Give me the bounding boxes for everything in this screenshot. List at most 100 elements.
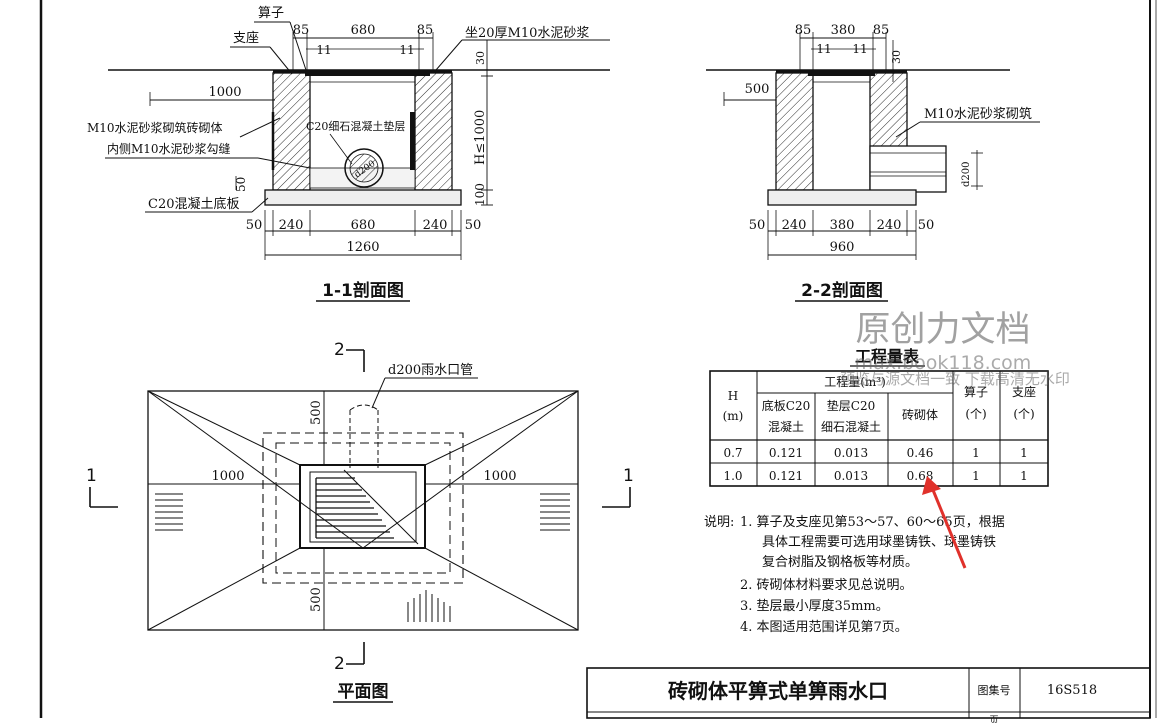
note-line: 复合树脂及钢格板等材质。: [762, 554, 918, 570]
watermark-brand: 原创力文档: [855, 310, 1030, 350]
slope-ticks-right: [540, 493, 570, 531]
sheet-border: [39, 0, 1157, 718]
caption-plan: 平面图: [338, 682, 389, 702]
th-cushion-2: 细石混凝土: [821, 419, 881, 434]
cell-grate: 1: [972, 469, 980, 483]
th-brick: 砖砌体: [902, 407, 938, 422]
cut-mark-top: 2: [334, 340, 345, 360]
brick-label-line1: M10水泥砂浆砌筑砖砌体: [87, 120, 223, 135]
plan-dim-bottom: 500: [309, 587, 324, 612]
quantity-table: 工程量表 H (m) 工程量(m³) 底板C20 混凝土 垫层C20 细石混凝土…: [709, 347, 1049, 487]
notes: 说明: 1. 算子及支座见第53～57、60～65页，根据 具体工程需要可选用球…: [704, 515, 1005, 635]
support-label: 支座: [233, 31, 259, 46]
cell-cushion: 0.013: [834, 469, 868, 483]
title-block-title: 砖砌体平箅式单箅雨水口: [668, 679, 888, 703]
cell-base: 0.121: [769, 469, 803, 483]
note-line: 具体工程需要可选用球墨铸铁、球墨铸铁: [762, 534, 996, 550]
th-h-unit: (m): [723, 409, 744, 423]
dim-85-left: 85: [293, 23, 310, 38]
dim-11-right: 11: [399, 43, 414, 57]
th-support-2: (个): [1013, 407, 1034, 421]
atlas-number: 16S518: [1047, 683, 1097, 698]
th-group: 工程量(m³): [824, 374, 886, 389]
cell-cushion: 0.013: [834, 446, 868, 460]
th-grate-2: (个): [965, 407, 986, 421]
dim-680-bottom: 680: [351, 218, 376, 233]
cell-support: 1: [1020, 469, 1028, 483]
section-1-1: d200 算子 支座 85 680 85 11 11 坐20厚M10水泥砂浆 3…: [87, 6, 610, 302]
dim-380-bottom: 380: [830, 218, 855, 233]
caption-1-1: 1-1剖面图: [322, 280, 404, 301]
th-base-1: 底板C20: [762, 398, 810, 413]
title-block: 砖砌体平箅式单箅雨水口 图集号 16S518 页: [586, 667, 1151, 723]
brick-label-2-2: M10水泥砂浆砌筑: [924, 106, 1032, 122]
cell-h: 1.0: [723, 469, 742, 483]
note-line: 3. 垫层最小厚度35mm。: [740, 598, 889, 614]
slope-ticks-left: [155, 493, 183, 531]
dim-240-right-2-2: 240: [877, 218, 902, 233]
dim-h: H≤1000: [473, 110, 488, 165]
cell-h: 0.7: [723, 446, 742, 460]
dim-11-right-2-2: 11: [852, 42, 867, 56]
note-line: 1. 算子及支座见第53～57、60～65页，根据: [740, 515, 1005, 530]
dim-960: 960: [830, 240, 855, 255]
page-label: 页: [989, 715, 998, 723]
mortar-bed-label: 坐20厚M10水泥砂浆: [465, 26, 589, 41]
dim-85-right-2-2: 85: [873, 23, 890, 38]
notes-prefix: 说明:: [704, 515, 734, 530]
cut-mark-bottom: 2: [334, 654, 345, 674]
note-line: 4. 本图适用范围详见第7页。: [740, 620, 908, 635]
watermark-note: 预览与源文档一致 下载高清无水印: [840, 370, 1070, 388]
caption-2-2: 2-2剖面图: [801, 280, 883, 301]
th-grate-1: 算子: [964, 384, 988, 399]
th-h: H: [728, 389, 738, 403]
annotation-arrow: [922, 476, 967, 569]
plan-dim-top: 500: [309, 400, 324, 425]
dim-240-left: 240: [279, 218, 304, 233]
table-title: 工程量表: [855, 347, 920, 366]
dim-50-left-2-2: 50: [749, 218, 766, 233]
cell-grate: 1: [972, 446, 980, 460]
th-base-2: 混凝土: [768, 419, 804, 434]
dim-85-right: 85: [417, 23, 434, 38]
cell-base: 0.121: [769, 446, 803, 460]
atlas-label: 图集号: [978, 683, 1011, 697]
cell-support: 1: [1020, 446, 1028, 460]
dim-1000-1-1: 1000: [208, 85, 241, 100]
dim-85-left-2-2: 85: [795, 23, 812, 38]
dim-11-left: 11: [316, 43, 331, 57]
cell-brick: 0.46: [907, 446, 934, 460]
dim-240-left-2-2: 240: [782, 218, 807, 233]
dim-50-1-1: 50: [234, 177, 248, 192]
dim-11-left-2-2: 11: [816, 42, 831, 56]
th-cushion-1: 垫层C20: [827, 398, 875, 413]
table-row: 0.7 0.121 0.013 0.46 1 1: [723, 446, 1027, 460]
note-line: 2. 砖砌体材料要求见总说明。: [740, 578, 913, 593]
side-mark-right: 1: [623, 466, 634, 486]
dim-680-top: 680: [351, 23, 376, 38]
watermark-url: max.book118.com: [855, 352, 1032, 374]
dim-500-2-2: 500: [745, 82, 770, 97]
dim-240-right: 240: [423, 218, 448, 233]
plan-view: 2 2 1 1 d200雨水口管 1000 1000 500 500: [86, 340, 634, 703]
watermark: 原创力文档 max.book118.com 预览与源文档一致 下载高清无水印: [840, 310, 1070, 388]
plan-dim-right: 1000: [483, 469, 516, 484]
brick-label-line2: 内侧M10水泥砂浆勾缝: [107, 141, 231, 156]
pipe-label-2-2: d200: [961, 162, 972, 188]
dim-50-bottom-left: 50: [246, 218, 263, 233]
cushion-label: C20细石混凝土垫层: [306, 119, 405, 133]
th-support-1: 支座: [1012, 384, 1036, 399]
grate-label: 算子: [258, 6, 284, 21]
grate-bars: [315, 477, 394, 539]
plan-pipe-label: d200雨水口管: [388, 363, 473, 378]
dim-380-top: 380: [831, 23, 856, 38]
dim-50-bottom-right: 50: [465, 218, 482, 233]
dim-30-1-1: 30: [474, 51, 487, 65]
base-label: C20混凝土底板: [148, 196, 240, 212]
slope-ticks-bottom: [407, 590, 451, 622]
table-row: 1.0 0.121 0.013 0.68 1 1: [723, 469, 1027, 483]
dim-100: 100: [473, 183, 487, 206]
side-mark-left: 1: [86, 466, 97, 486]
section-2-2: 85 380 85 11 11 30 500 M10水泥砂浆砌筑 d200 50…: [706, 23, 1040, 302]
